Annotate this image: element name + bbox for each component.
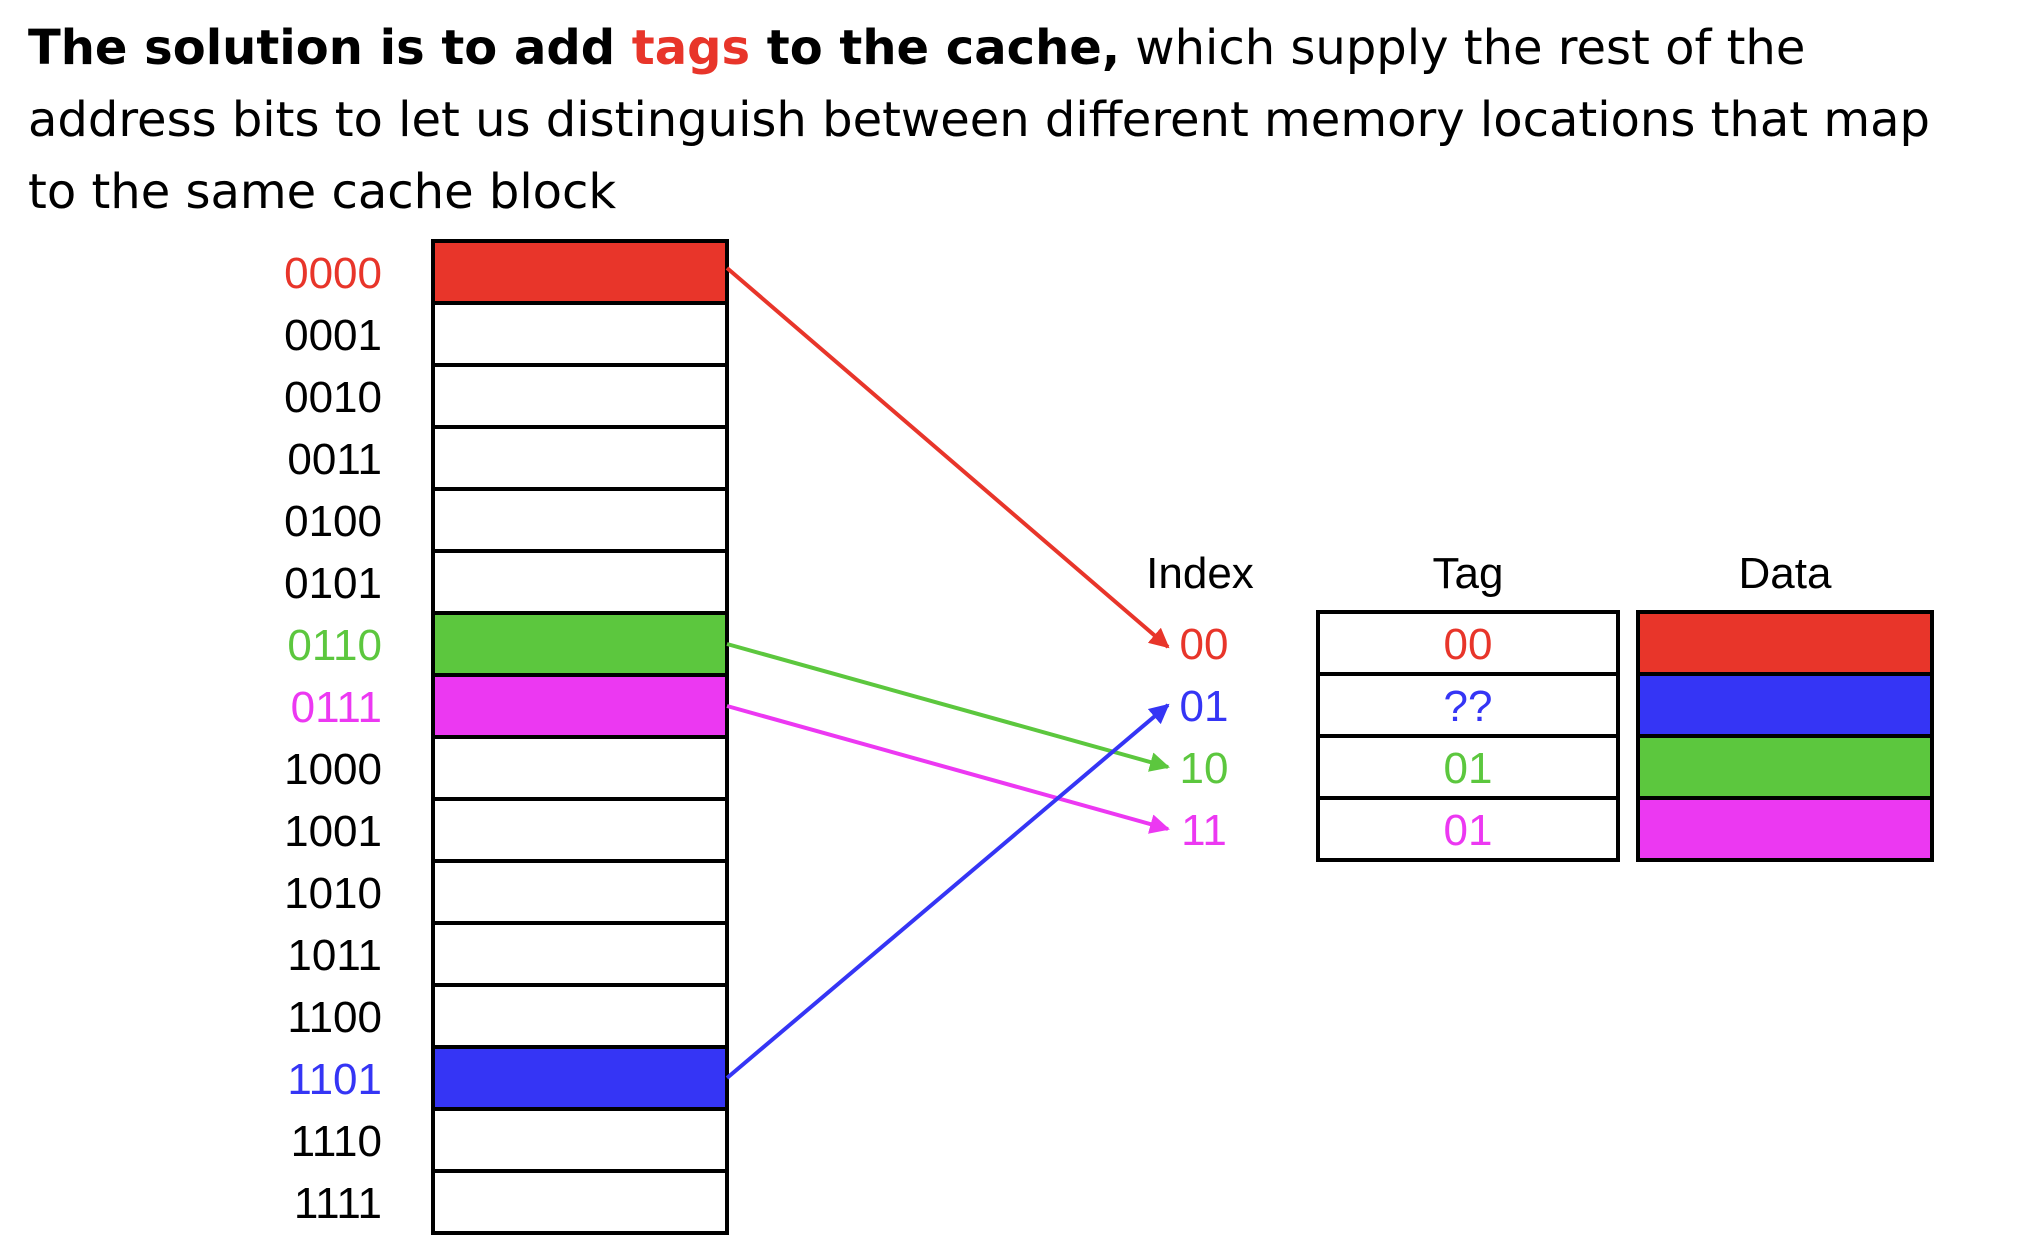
memory-address-label: 0111 — [291, 683, 382, 732]
memory-cell-1000 — [431, 735, 729, 801]
cache-index-01: 01 — [1180, 682, 1229, 731]
memory-address-label: 1001 — [284, 807, 382, 856]
memory-address-label: 0110 — [287, 621, 382, 670]
header-data: Data — [1739, 549, 1832, 598]
cache-index-11: 11 — [1181, 806, 1227, 855]
cache-tag-value: 01 — [1444, 806, 1493, 855]
header-index: Index — [1146, 549, 1254, 598]
memory-address-label: 1000 — [284, 745, 382, 794]
cache-data-block — [1636, 796, 1934, 862]
caption-bold-tail: to the cache, — [750, 20, 1121, 76]
cache-index-00: 00 — [1180, 620, 1229, 669]
memory-address-label: 1111 — [294, 1179, 382, 1228]
memory-address-label: 0100 — [284, 497, 382, 546]
header-tag: Tag — [1433, 549, 1504, 598]
cache-data-block — [1636, 610, 1934, 676]
memory-cell-0111 — [431, 673, 729, 739]
memory-cell-1011 — [431, 921, 729, 987]
cache-index-10: 10 — [1180, 744, 1229, 793]
caption-bold-lead: The solution is to add — [28, 20, 632, 76]
memory-address-label: 0011 — [287, 435, 382, 484]
cache-tag-cell — [1316, 734, 1620, 800]
memory-cell-1010 — [431, 859, 729, 925]
memory-cell-0101 — [431, 549, 729, 615]
memory-cell-1110 — [431, 1107, 729, 1173]
cache-tag-cell — [1316, 796, 1620, 862]
memory-address-label: 0010 — [284, 373, 382, 422]
cache-tag-cell — [1316, 672, 1620, 738]
cache-tag-value: ?? — [1444, 682, 1493, 731]
memory-address-label: 0000 — [284, 249, 382, 298]
cache-table: Index Tag Data 00 00 01?? 10 01 11 01 — [1146, 549, 1934, 862]
memory-address-label: 1011 — [287, 931, 382, 980]
mapping-arrow-green — [726, 642, 1170, 772]
memory-cell-1001 — [431, 797, 729, 863]
memory-cell-0000 — [431, 239, 729, 305]
memory-cell-0100 — [431, 487, 729, 553]
cache-tag-value: 01 — [1444, 744, 1493, 793]
caption: The solution is to add tags to the cache… — [28, 12, 1988, 228]
memory-cell-1111 — [431, 1169, 729, 1235]
cache-tag-cell — [1316, 610, 1620, 676]
caption-rest: which supply the rest of the address bit… — [28, 20, 1930, 220]
mapping-arrow-red — [725, 266, 1170, 649]
caption-highlight: tags — [631, 20, 751, 76]
cache-data-block — [1636, 734, 1934, 800]
cache-tag-value: 00 — [1444, 620, 1493, 669]
memory-cell-0010 — [431, 363, 729, 429]
memory-cell-0110 — [431, 611, 729, 677]
memory-cell-1101 — [431, 1045, 729, 1111]
memory-cell-0001 — [431, 301, 729, 367]
mapping-arrows — [725, 266, 1170, 1080]
mapping-arrow-blue — [725, 703, 1170, 1080]
memory-address-label: 1110 — [291, 1117, 382, 1166]
cache-data-block — [1636, 672, 1934, 738]
memory-address-label: 1101 — [287, 1055, 382, 1104]
mapping-arrow-magenta — [726, 704, 1170, 834]
memory-address-label: 1010 — [284, 869, 382, 918]
memory-address-label: 1100 — [287, 993, 382, 1042]
memory-address-label: 0001 — [284, 311, 382, 360]
memory-address-label: 0101 — [284, 559, 382, 608]
memory-column: 0000 0001 0010 0011 0100 0101 0110 0111 1000 1001… — [284, 239, 729, 1235]
memory-cell-1100 — [431, 983, 729, 1049]
memory-cell-0011 — [431, 425, 729, 491]
